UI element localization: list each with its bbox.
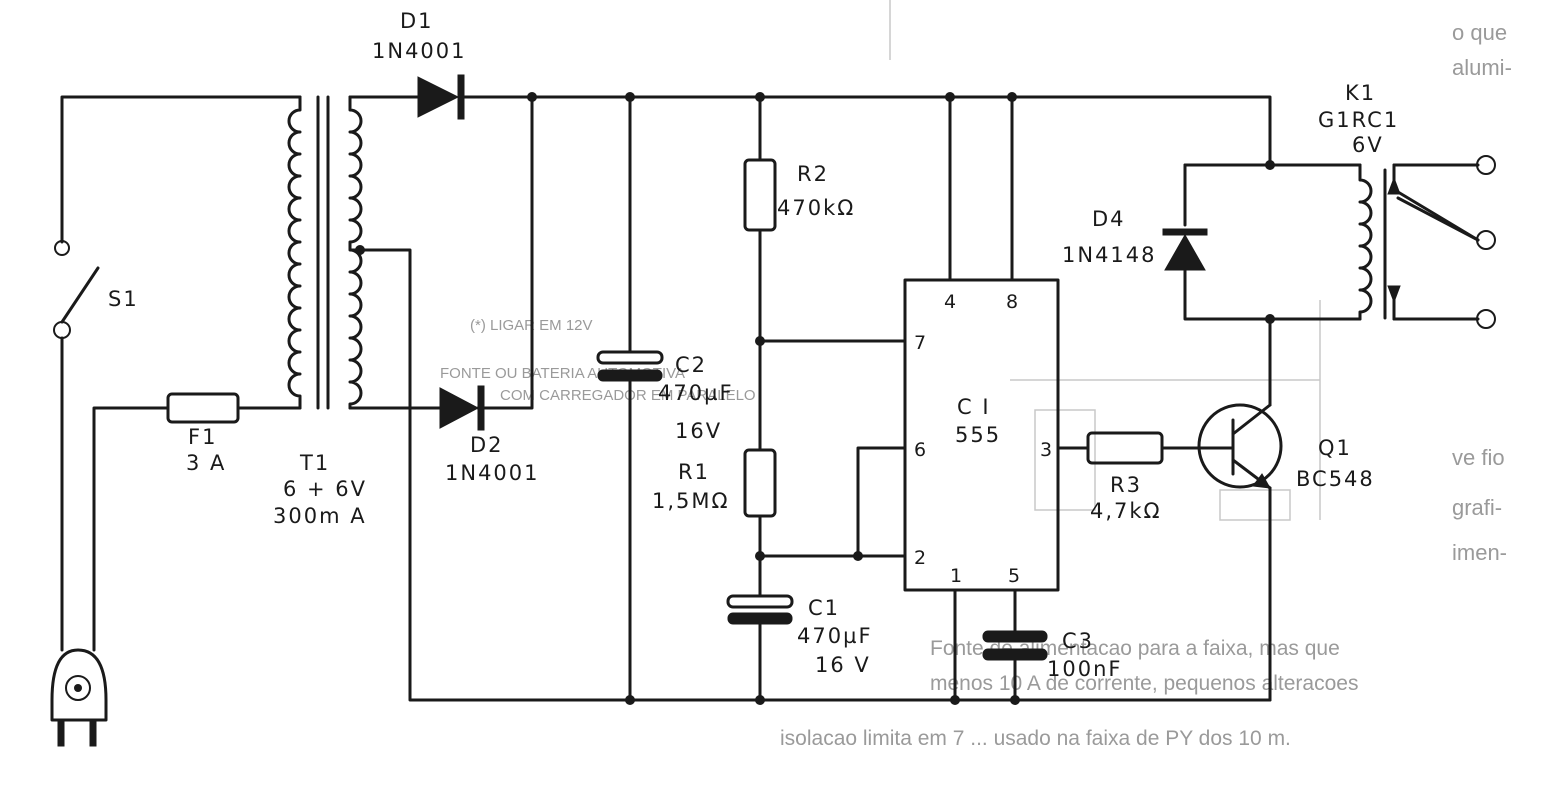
c3-value: 100nF	[1047, 657, 1122, 681]
d1-value: 1N4001	[372, 39, 467, 63]
ic-pin-1: 1	[950, 565, 962, 587]
c1-value: 470µF	[797, 624, 873, 648]
power-plug-icon	[50, 648, 108, 747]
k1-model: G1RC1	[1318, 108, 1399, 132]
r1-value: 1,5MΩ	[652, 489, 730, 513]
c2-ref: C2	[675, 353, 707, 377]
diode-d1: D1 1N4001	[372, 9, 467, 120]
junction-dots	[355, 92, 1275, 705]
k1-voltage: 6V	[1352, 133, 1384, 157]
r1-ref: R1	[678, 460, 710, 484]
s1-label: S1	[108, 287, 139, 311]
bleed-through-layer: (*) LIGAR EM 12V FONTE OU BATERIA AUTOMO…	[440, 0, 1512, 750]
bleed-margin-1: o que	[1452, 20, 1507, 45]
wires	[60, 95, 1480, 702]
relay-k1: K1 G1RC1 6V	[1318, 81, 1496, 329]
k1-ref: K1	[1345, 81, 1376, 105]
fuse-f1: F1 3 A	[166, 392, 240, 475]
d4-ref: D4	[1092, 207, 1126, 231]
ic-pin-4: 4	[944, 291, 956, 313]
ic-ref: C I	[957, 395, 991, 419]
d2-ref: D2	[470, 433, 504, 457]
bleed-paragraph-line-3: isolacao limita em 7 ... usado na faixa …	[780, 727, 1291, 750]
d2-value: 1N4001	[445, 461, 540, 485]
t1-current: 300m A	[273, 504, 367, 528]
t1-voltage: 6 + 6V	[283, 477, 367, 501]
ic-part: 555	[955, 423, 1001, 447]
ic-pin-7: 7	[914, 332, 926, 354]
diode-d2: D2 1N4001	[439, 385, 540, 485]
diode-d4: D4 1N4148	[1062, 207, 1208, 271]
t1-ref: T1	[299, 451, 330, 475]
f1-value: 3 A	[186, 451, 226, 475]
bleed-notice-line-3: COM CARREGADOR EM PARALELO	[500, 387, 756, 404]
c1-ref: C1	[808, 596, 840, 620]
c3-ref: C3	[1062, 629, 1094, 653]
capacitor-c2: C2 470µF 16V	[596, 350, 734, 443]
bleed-margin-2: alumi-	[1452, 55, 1512, 80]
bleed-margin-4: grafi-	[1452, 495, 1502, 520]
transistor-q1: Q1 BC548	[1197, 403, 1375, 491]
c1-voltage: 16 V	[815, 653, 871, 677]
ic-pin-5: 5	[1008, 565, 1020, 587]
ic-pin-8: 8	[1006, 291, 1018, 313]
c2-voltage: 16V	[675, 419, 722, 443]
r3-value: 4,7kΩ	[1090, 499, 1162, 523]
c2-value: 470µF	[658, 381, 734, 405]
d1-ref: D1	[400, 9, 434, 33]
resistor-r1: R1 1,5MΩ	[652, 448, 777, 518]
ic-pin-6: 6	[914, 439, 926, 461]
bleed-margin-3: ve fio	[1452, 445, 1505, 470]
transformer-t1: T1 6 + 6V 300m A	[273, 95, 367, 528]
r2-ref: R2	[797, 162, 829, 186]
ic-pin-3: 3	[1040, 439, 1052, 461]
resistor-r2: R2 470kΩ	[743, 158, 855, 232]
bleed-margin-5: imen-	[1452, 540, 1507, 565]
f1-ref: F1	[188, 425, 217, 449]
ic-555: 4 8 7 6 3 2 1 5 C I 555	[903, 278, 1060, 592]
capacitor-c3: C3 100nF	[982, 629, 1122, 681]
q1-ref: Q1	[1318, 436, 1352, 460]
resistor-r3: R3 4,7kΩ	[1086, 431, 1164, 523]
r3-ref: R3	[1110, 473, 1142, 497]
d4-value: 1N4148	[1062, 243, 1157, 267]
switch-s1: S1	[53, 240, 139, 339]
capacitor-c1: C1 470µF 16 V	[726, 594, 873, 677]
bleed-paragraph-line-2: menos 10 A de corrente, pequenos alterac…	[930, 672, 1358, 695]
q1-value: BC548	[1296, 467, 1375, 491]
ic-pin-2: 2	[914, 547, 926, 569]
r2-value: 470kΩ	[777, 196, 855, 220]
